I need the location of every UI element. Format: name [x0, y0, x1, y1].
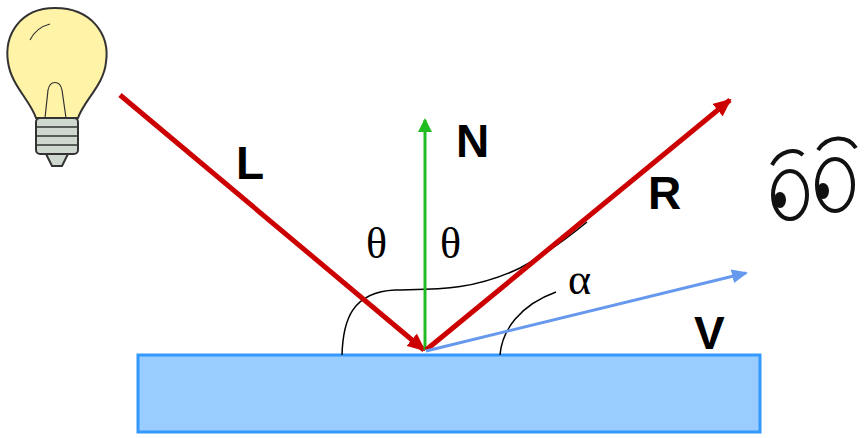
vector-label: V: [694, 310, 725, 356]
angle-curve: [342, 222, 587, 355]
eyes: [772, 138, 856, 219]
angle-label: θ: [440, 222, 461, 266]
angle-curve: [500, 292, 556, 355]
angle-label: θ: [366, 222, 387, 266]
surface: [138, 355, 760, 432]
vector-label: R: [648, 170, 681, 216]
angle-label: α: [568, 258, 591, 302]
light-ray: [120, 95, 424, 350]
normal-vector: [424, 120, 427, 350]
vector-label: L: [236, 140, 264, 186]
vector-label: N: [456, 118, 489, 164]
light-bulb: [7, 8, 106, 166]
